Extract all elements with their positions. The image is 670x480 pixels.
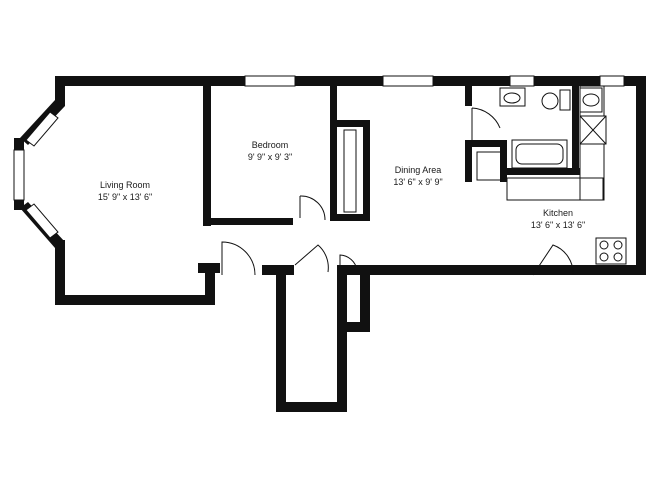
room-dims-bedroom: 9' 9" x 9' 3" <box>248 152 292 162</box>
doors <box>221 107 574 276</box>
room-dims-living: 15' 9" x 13' 6" <box>98 192 152 202</box>
windows <box>13 75 625 239</box>
closet-detail <box>343 129 357 213</box>
room-name-living: Living Room <box>100 180 150 190</box>
room-dims-kitchen: 13' 6" x 13' 6" <box>531 220 585 230</box>
bath-fixtures <box>499 87 607 169</box>
room-name-bedroom: Bedroom <box>252 140 289 150</box>
room-name-dining: Dining Area <box>395 165 442 175</box>
interior-walls <box>203 86 580 226</box>
stove-icon <box>595 237 627 265</box>
room-dims-dining: 13' 6" x 9' 9" <box>393 177 442 187</box>
room-name-kitchen: Kitchen <box>543 208 573 218</box>
